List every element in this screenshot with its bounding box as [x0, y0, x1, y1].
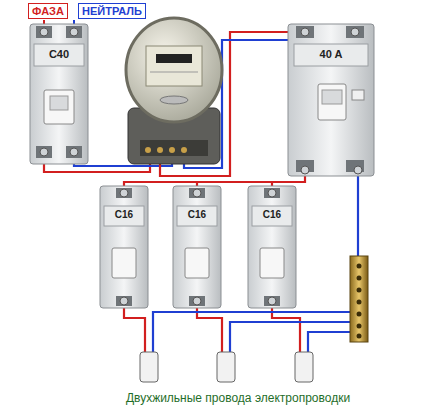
wire-label-box: НЕЙТРАЛЬ [78, 3, 146, 19]
neutral-bus-bar [350, 256, 368, 342]
wire-label: НЕЙТРАЛЬ [82, 6, 142, 17]
rating-label: 40 A [320, 49, 343, 60]
rating-label: C40 [49, 49, 69, 60]
caption: Двухжильные провода электропроводки [126, 392, 350, 404]
rating-label: C16 [115, 210, 133, 220]
main-breaker [30, 24, 88, 164]
branch-breakers [100, 186, 296, 308]
two-core-cables [140, 352, 313, 382]
rating-label: C16 [188, 210, 206, 220]
residual-current-device [288, 24, 374, 176]
electricity-meter [126, 18, 222, 164]
wire-label-box: ФАЗА [28, 3, 68, 19]
rating-label: C16 [263, 210, 281, 220]
wire-label: ФАЗА [32, 6, 64, 17]
